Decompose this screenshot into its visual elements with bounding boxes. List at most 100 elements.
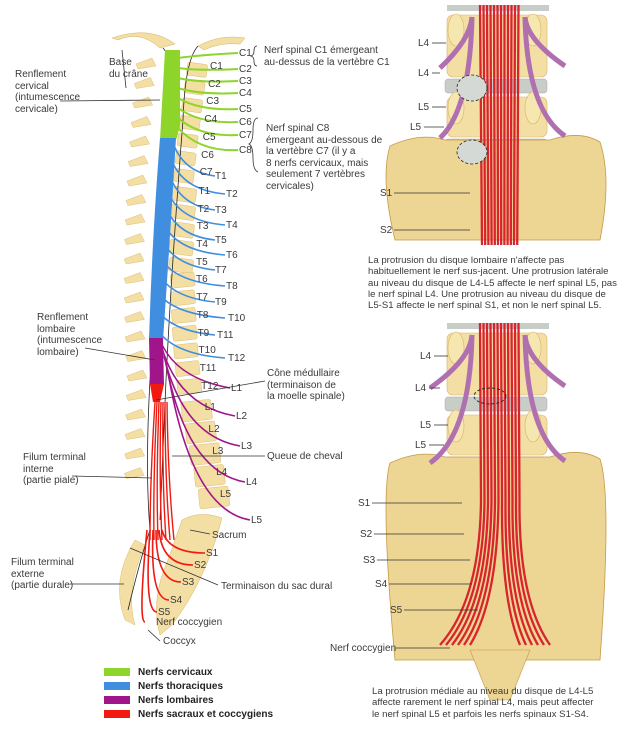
cauda-equina-bottom: [513, 322, 545, 646]
legend-swatch-lumbar: [104, 696, 130, 704]
nerve-thoracic: [156, 309, 216, 336]
spinous-process: [134, 77, 155, 89]
spinal-cord-lumbar: [149, 338, 164, 385]
bottom-right-label: L4: [420, 351, 432, 362]
nerve-thoracic: [171, 139, 216, 177]
nerve-label-cervical: C1: [239, 48, 252, 59]
leader-sacrum: [189, 529, 211, 535]
vertebra-label: L4: [216, 467, 228, 479]
vertebral-body: [184, 420, 217, 444]
bottom-right-label: L5: [415, 440, 427, 451]
nerve-label-cervical: C2: [239, 64, 252, 75]
top-right-label: L5: [418, 102, 430, 113]
nerve-thoracic: [168, 173, 216, 211]
spinous-process: [130, 116, 152, 128]
legend-swatch-cervical: [104, 668, 130, 676]
cauda-equina-fiber: [149, 401, 156, 541]
cauda-equina-top: [485, 4, 490, 246]
nerve-sacral: [141, 529, 148, 623]
nerve-label-cervical: C8: [239, 145, 252, 156]
spinous-process: [124, 233, 145, 245]
cauda-equina-fiber: [153, 401, 158, 541]
cauda-equina-top: [489, 4, 493, 246]
cauda-equina-bottom: [499, 322, 522, 646]
nerve-label-lumbar: L4: [246, 477, 258, 488]
label-renflement-lombaire: Renflement lombaire (intumescence lombai…: [37, 312, 103, 358]
spinous-process: [127, 155, 149, 167]
label-coccyx: Coccyx: [163, 636, 196, 647]
vertebra-label: C2: [208, 78, 221, 90]
vertebra-label: C1: [210, 61, 223, 72]
label-cone-medullaire: Cône médullaire (terminaison de la moell…: [267, 368, 345, 402]
bottom-right-label: S2: [360, 529, 373, 540]
cauda-equina-bottom: [503, 322, 528, 646]
nerve-label-thoracic: T9: [215, 297, 227, 308]
nerve-label-thoracic: T7: [215, 265, 227, 276]
nerve-thoracic: [162, 241, 216, 271]
cauda-equina-bottom: [506, 322, 534, 646]
nerve-thoracic: [166, 190, 226, 226]
nerve-sacral: [147, 529, 158, 613]
legend: Nerfs cervicaux Nerfs thoraciques Nerfs …: [104, 665, 273, 721]
nerve-label-thoracic: T11: [217, 330, 234, 341]
cauda-equina-top: [492, 4, 496, 246]
nerve-label-lumbar: L2: [236, 411, 248, 422]
spinous-process: [124, 311, 145, 323]
cauda-equina-top: [509, 4, 513, 246]
nerve-cervical: [177, 117, 239, 137]
spinous-process: [125, 350, 147, 362]
nerve-label-thoracic: T5: [215, 235, 227, 246]
nerve-label-sacral: S5: [158, 607, 171, 618]
nerve-label-thoracic: T4: [226, 220, 238, 231]
spinous-process: [125, 194, 147, 206]
vertebra-label: T2: [197, 203, 210, 215]
bottom-right-label: Nerf coccygien: [330, 643, 397, 654]
spinous-process: [124, 428, 146, 440]
nerve-thoracic: [159, 275, 216, 303]
legend-swatch-sacral: [104, 710, 130, 718]
cauda-equina-bottom: [517, 322, 551, 646]
bottom-right-label: S4: [375, 579, 388, 590]
label-sacrum: Sacrum: [212, 530, 247, 541]
legend-item-lumbar: Nerfs lombaires: [104, 693, 273, 707]
sacrum-bone: [156, 514, 223, 636]
top-right-label: L4: [418, 38, 430, 49]
nerve-label-thoracic: T8: [226, 281, 238, 292]
cauda-equina-bottom: [469, 322, 500, 646]
nerve-label-cervical: C3: [239, 76, 252, 87]
leader-filum-interne: [71, 475, 153, 479]
vertebra-label: T5: [196, 256, 208, 268]
skull-base-right: [197, 36, 246, 51]
vertebral-body: [174, 360, 201, 377]
leader-renflement-cervical: [59, 99, 161, 102]
spinous-process: [126, 174, 148, 187]
legend-item-cervical: Nerfs cervicaux: [104, 665, 273, 679]
nerve-thoracic: [169, 156, 226, 195]
cauda-equina-fiber: [159, 401, 163, 541]
spinous-process: [124, 467, 145, 479]
spinous-process: [123, 252, 145, 265]
nerve-label-cervical: C7: [239, 130, 252, 141]
caption-bottom-right: La protrusion médiale au niveau du disqu…: [372, 686, 594, 720]
vertebral-body: [176, 378, 202, 395]
vertebra-label: T7: [196, 292, 208, 304]
sacrum-posterior: [119, 539, 146, 626]
spinous-process: [126, 369, 148, 382]
top-right-label: L5: [410, 122, 422, 133]
legend-label: Nerfs cervicaux: [138, 666, 213, 678]
vertebra-label: C6: [201, 149, 214, 161]
vertebra-label: T3: [196, 221, 209, 233]
nerve-label-cervical: C5: [239, 104, 252, 115]
vertebra-label: L2: [208, 424, 220, 435]
legend-swatch-thoracic: [104, 682, 130, 690]
cauda-equina-top: [512, 4, 517, 246]
spinal-cord-cervical: [160, 50, 180, 140]
nerve-label-thoracic: T2: [226, 189, 238, 200]
cauda-equina-bottom: [451, 322, 490, 646]
vertebra-label: C5: [202, 131, 216, 143]
vertebra-label: L1: [204, 402, 216, 414]
nerve-label-thoracic: T6: [226, 250, 238, 261]
caption-top-right: La protrusion du disque lombaire n'affec…: [368, 255, 617, 312]
nerve-label-sacral: S1: [206, 548, 219, 559]
nerve-label-lumbar: L1: [231, 383, 243, 394]
